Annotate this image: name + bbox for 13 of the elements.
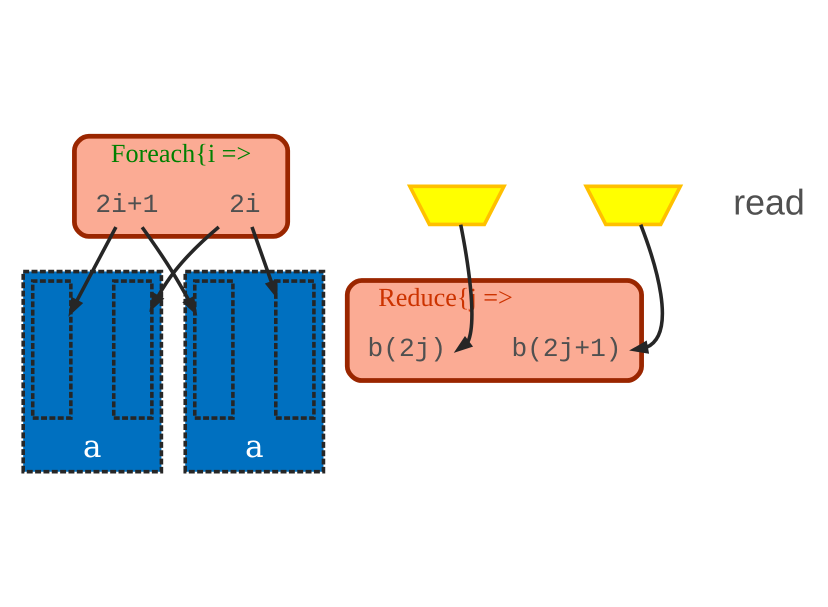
node-box [274,278,316,420]
arrow [454,224,474,352]
node-text: b(2j) [368,334,446,364]
node-box [30,278,73,420]
node-trapezoid [583,184,684,226]
node-box [192,278,235,420]
node-trapezoid [406,184,507,226]
node-text: 2i+1 [95,190,158,220]
node-text: b(2j+1) [511,334,622,364]
label: read [733,182,805,222]
node-box [112,278,154,420]
arrow [629,224,664,354]
node-text: 2i [229,190,261,220]
